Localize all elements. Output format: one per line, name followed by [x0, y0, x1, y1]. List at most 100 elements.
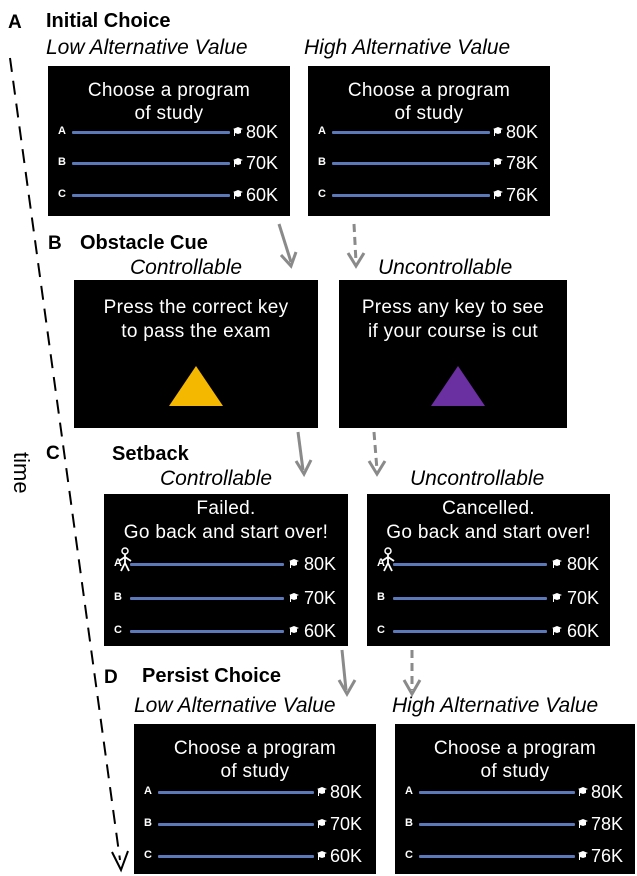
option-label-a: A: [144, 785, 152, 797]
option-label-c: C: [318, 188, 326, 200]
option-value-b: 78K: [506, 153, 539, 173]
panel-a-right-subtitle: High Alternative Value: [304, 36, 511, 59]
screen-c-uncontrollable: Cancelled. Go back and start over! A 80K…: [367, 494, 610, 646]
option-line-a: [72, 131, 230, 134]
option-label-b: B: [144, 817, 152, 829]
panel-d-letter: D: [104, 667, 118, 688]
option-row-a: A 80K: [395, 781, 635, 803]
option-value-c: 60K: [567, 621, 600, 641]
panel-d-title: Persist Choice: [142, 665, 281, 687]
option-label-b: B: [377, 591, 385, 603]
option-value-c: 60K: [246, 185, 279, 205]
screen-b-controllable: Press the correct key to pass the exam: [74, 280, 318, 428]
option-value-a: 80K: [304, 554, 337, 574]
option-row-b: B 70K: [367, 587, 610, 609]
panel-c-letter: C: [46, 443, 60, 464]
panel-a-title: Initial Choice: [46, 10, 171, 32]
option-line-a: [393, 563, 547, 566]
graduation-cap-icon: [289, 626, 299, 635]
setback-text-line-2: Go back and start over!: [386, 522, 591, 543]
option-value-a: 80K: [330, 782, 363, 802]
prompt-line-1: Choose a program: [173, 738, 337, 759]
dashed-arrows: [346, 223, 422, 698]
arrow-b-to-c-right: [372, 431, 379, 471]
setback-text-line-2: Go back and start over!: [123, 522, 329, 543]
panel-c-left-subtitle: Controllable: [160, 467, 273, 490]
option-line-a: [419, 791, 575, 794]
graduation-cap-icon: [233, 190, 243, 199]
arrow-a-to-b-left: [277, 223, 293, 263]
option-value-a: 80K: [506, 122, 539, 142]
prompt-line-2: of study: [394, 103, 464, 124]
option-value-b: 78K: [591, 814, 624, 834]
arrowhead-icon: [294, 459, 313, 478]
option-label-a: A: [114, 557, 122, 569]
arrowhead-icon: [346, 252, 366, 269]
screen-c-controllable: Failed. Go back and start over! A 80K B …: [104, 494, 348, 646]
graduation-cap-icon: [317, 819, 327, 828]
option-row-b: B 70K: [134, 813, 376, 835]
graduation-cap-icon: [552, 559, 562, 568]
option-line-c: [419, 855, 575, 858]
screen-a-low: Choose a program of study A 80K B 70K C …: [48, 66, 290, 216]
panel-a-left-subtitle: Low Alternative Value: [46, 36, 248, 59]
cue-text-line-2: to pass the exam: [121, 321, 271, 342]
prompt-line-1: Choose a program: [433, 738, 597, 759]
option-row-c: C 60K: [134, 845, 376, 867]
option-line-c: [393, 630, 547, 633]
option-line-c: [332, 194, 490, 197]
option-line-b: [158, 823, 314, 826]
option-value-b: 70K: [304, 588, 337, 608]
screen-a-high: Choose a program of study A 80K B 78K C …: [308, 66, 550, 216]
graduation-cap-icon: [317, 787, 327, 796]
arrowhead-icon: [337, 679, 357, 698]
option-row-b: B 70K: [104, 587, 348, 609]
prompt-line-2: of study: [480, 761, 550, 782]
cue-text-line-2: if your course is cut: [368, 321, 538, 342]
screen-b-uncontrollable: Press any key to see if your course is c…: [339, 280, 567, 428]
cue-text-line-1: Press the correct key: [103, 297, 289, 318]
option-label-a: A: [405, 785, 413, 797]
graduation-cap-icon: [493, 190, 503, 199]
option-label-b: B: [114, 591, 122, 603]
arrowhead-icon: [279, 251, 298, 269]
panel-d-right-subtitle: High Alternative Value: [392, 694, 599, 717]
option-label-a: A: [318, 125, 326, 137]
option-row-c: C 60K: [48, 184, 290, 206]
option-value-c: 60K: [304, 621, 337, 641]
graduation-cap-icon: [493, 158, 503, 167]
option-row-a: A 80K: [134, 781, 376, 803]
graduation-cap-icon: [317, 851, 327, 860]
option-row-a: A 80K: [367, 547, 610, 575]
arrow-a-to-b-right: [352, 223, 358, 263]
option-value-a: 80K: [246, 122, 279, 142]
screen-d-high: Choose a program of study A 80K B 78K C …: [395, 724, 635, 874]
graduation-cap-icon: [289, 593, 299, 602]
option-value-c: 76K: [591, 846, 624, 866]
option-label-c: C: [144, 849, 152, 861]
option-value-b: 70K: [330, 814, 363, 834]
graduation-cap-icon: [578, 819, 588, 828]
panel-b-right-subtitle: Uncontrollable: [378, 256, 513, 279]
option-line-b: [419, 823, 575, 826]
option-row-b: B 78K: [395, 813, 635, 835]
walking-person-icon: [118, 547, 132, 572]
option-row-c: C 60K: [367, 620, 610, 642]
option-label-b: B: [318, 156, 326, 168]
option-row-a: A 80K: [48, 121, 290, 143]
option-line-b: [393, 597, 547, 600]
panel-b-title: Obstacle Cue: [80, 232, 208, 254]
prompt-line-2: of study: [220, 761, 290, 782]
solid-arrows: [277, 223, 357, 698]
setback-text-line-1: Failed.: [196, 498, 256, 519]
option-line-c: [130, 630, 284, 633]
option-line-b: [130, 597, 284, 600]
option-label-b: B: [405, 817, 413, 829]
graduation-cap-icon: [233, 127, 243, 136]
option-value-c: 60K: [330, 846, 363, 866]
graduation-cap-icon: [552, 626, 562, 635]
graduation-cap-icon: [578, 787, 588, 796]
option-label-c: C: [377, 624, 385, 636]
panel-b-letter: B: [48, 233, 62, 254]
option-label-c: C: [405, 849, 413, 861]
